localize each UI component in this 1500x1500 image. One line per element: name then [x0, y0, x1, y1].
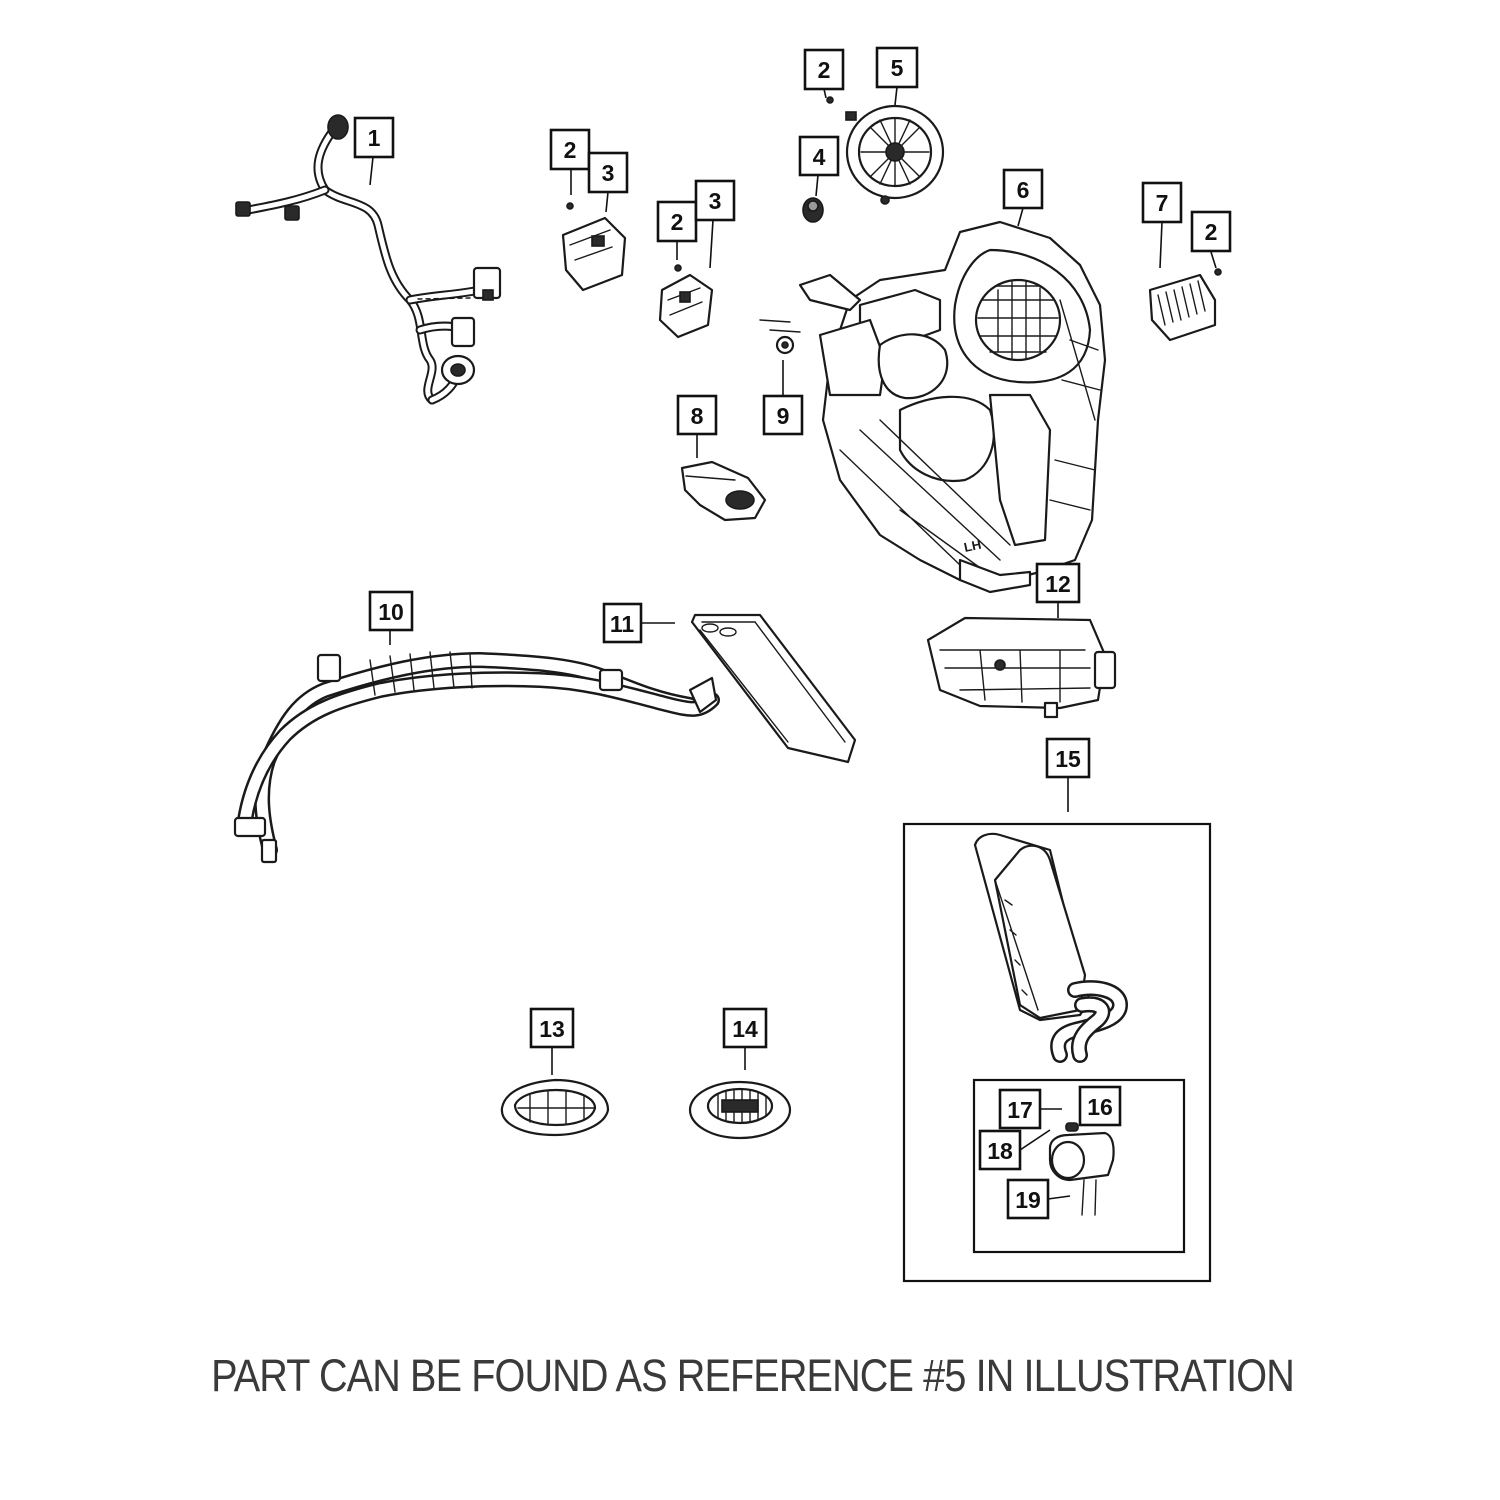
callout-7: 7: [1141, 181, 1183, 224]
callout-4: 4: [798, 135, 840, 177]
grommet: [802, 197, 824, 223]
kit-frame-15: [902, 822, 1212, 1283]
svg-text:15: 15: [1055, 746, 1081, 772]
svg-text:2: 2: [671, 209, 684, 235]
svg-text:3: 3: [602, 160, 615, 186]
callout-8: 8: [676, 394, 718, 436]
svg-text:4: 4: [813, 144, 826, 170]
svg-text:13: 13: [539, 1016, 565, 1042]
svg-text:1: 1: [368, 125, 381, 151]
svg-text:9: 9: [777, 403, 790, 429]
duct-adapter: [680, 460, 767, 522]
svg-text:17: 17: [1007, 1097, 1033, 1123]
callout-13: 13: [529, 1007, 575, 1049]
actuator-b: [658, 264, 714, 339]
svg-text:7: 7: [1156, 190, 1169, 216]
svg-text:10: 10: [378, 599, 404, 625]
kit-frame-sub: [972, 1078, 1186, 1254]
actuator-a: [561, 202, 627, 292]
callout-12: 12: [1035, 562, 1081, 604]
callout-14: 14: [722, 1007, 768, 1049]
svg-text:2: 2: [818, 57, 831, 83]
callout-1: 1: [353, 116, 395, 159]
svg-text:18: 18: [987, 1138, 1013, 1164]
blower-resistor: [1148, 268, 1222, 342]
hvac-housing: LH: [759, 220, 1107, 594]
outlet-bezel-14: [688, 1080, 792, 1140]
svg-text:6: 6: [1017, 177, 1030, 203]
refrigerant-line: [233, 651, 720, 864]
callout-2-d: 2: [1190, 210, 1232, 253]
svg-text:12: 12: [1045, 571, 1071, 597]
outlet-bezel-13: [500, 1078, 610, 1137]
lower-case: [926, 616, 1117, 719]
foam-seal: [690, 613, 857, 764]
callout-17: 17: [998, 1088, 1042, 1130]
callout-5: 5: [875, 46, 919, 89]
callout-2-c: 2: [803, 48, 845, 91]
reference-caption: PART CAN BE FOUND AS REFERENCE #5 IN ILL…: [211, 1350, 1295, 1401]
svg-text:19: 19: [1015, 1187, 1041, 1213]
svg-text:14: 14: [732, 1016, 758, 1042]
wiring-harness: [235, 114, 502, 405]
blower-motor: [826, 96, 945, 205]
housing-lh-marking: LH: [963, 537, 983, 555]
svg-text:16: 16: [1087, 1094, 1113, 1120]
callout-9: 9: [762, 394, 804, 436]
svg-text:3: 3: [709, 188, 722, 214]
callout-19: 19: [1006, 1178, 1050, 1220]
callout-3-a: 3: [587, 151, 629, 194]
callout-15: 15: [1045, 737, 1091, 779]
callout-16: 16: [1078, 1085, 1122, 1127]
svg-text:5: 5: [891, 55, 904, 81]
callout-2-a: 2: [549, 128, 591, 171]
svg-text:2: 2: [564, 137, 577, 163]
screw-9: [775, 335, 795, 355]
svg-text:2: 2: [1205, 219, 1218, 245]
callout-11: 11: [602, 602, 643, 644]
callout-6: 6: [1002, 168, 1044, 210]
svg-text:11: 11: [610, 611, 635, 637]
leader-lines: [369, 86, 1217, 1200]
callout-3-b: 3: [694, 179, 736, 222]
callout-18: 18: [978, 1129, 1022, 1171]
callout-2-b: 2: [656, 200, 698, 243]
svg-text:8: 8: [691, 403, 704, 429]
callout-10: 10: [368, 590, 414, 632]
